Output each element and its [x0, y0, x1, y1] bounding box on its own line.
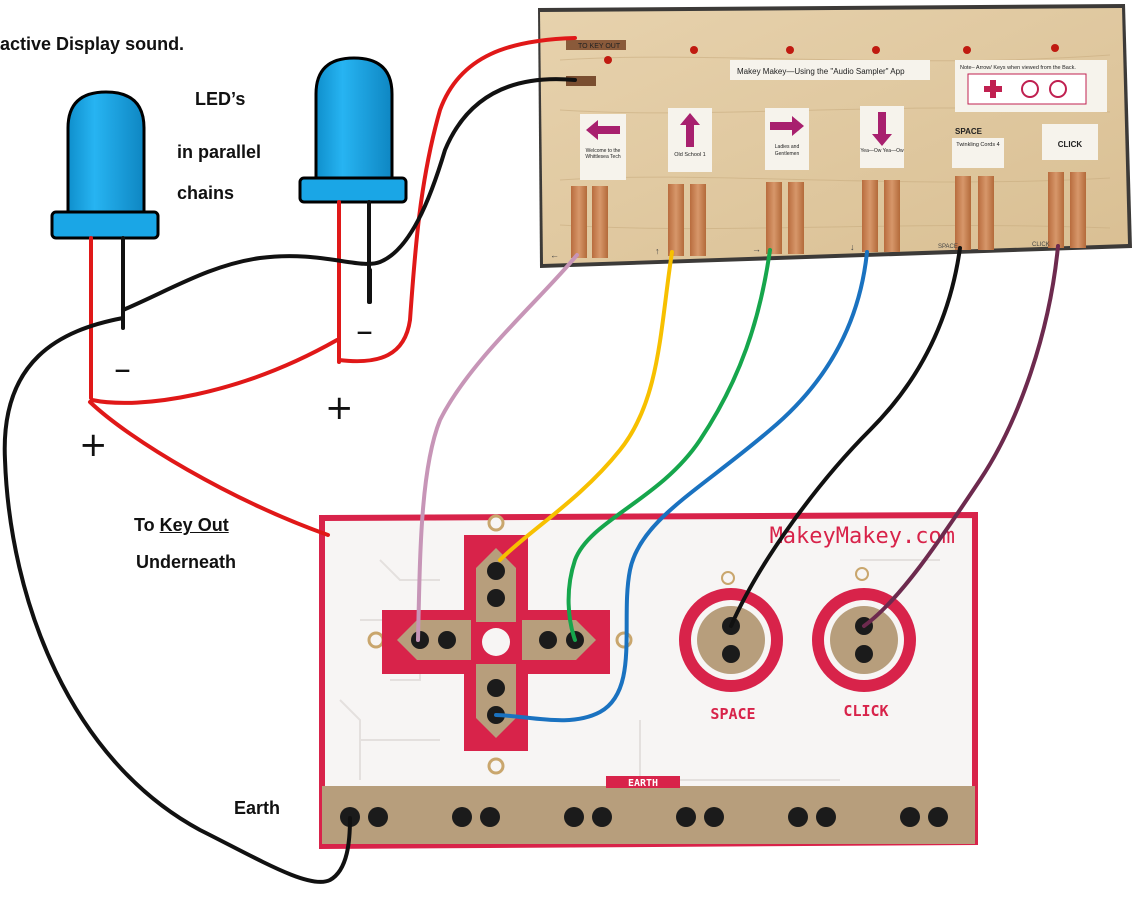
card-up: Old School 1 [668, 108, 712, 172]
card-space-title: SPACE [955, 127, 983, 136]
card-down: Yea—Ow Yea—Ow [860, 106, 904, 168]
key-out-label: To Key Out [134, 515, 229, 536]
note-mini-makey-icon [967, 73, 1087, 105]
card-space-text: Twinkling Cords 4 [956, 142, 1000, 148]
leds-label-line1: LED’s [195, 89, 246, 109]
card-up-text: Old School 1 [674, 152, 706, 158]
led1-minus-sign: – [114, 349, 131, 389]
earth-strip [322, 786, 975, 844]
earth-holes [340, 807, 948, 827]
wires [2, 36, 1060, 884]
board-led-row [604, 44, 1059, 64]
red-wire-key-out [337, 36, 577, 364]
mark-click: CLICK [1032, 242, 1050, 248]
click-pad [812, 567, 916, 692]
led1-plus-sign: + [79, 425, 108, 465]
makey-makey-board: MakeyMakey.com SPACE [319, 511, 978, 850]
led-1 [50, 90, 160, 240]
board-bottom-marks: ← ↑ → ↓ SPACE CLICK [550, 242, 1050, 260]
copper-strips [571, 172, 1086, 258]
earth-label: Earth [234, 798, 281, 818]
makey-brand: MakeyMakey.com [770, 524, 955, 549]
pink-wire-left [416, 253, 579, 642]
card-left: Welcome to the Whittlesea Tech [580, 114, 626, 180]
leds-label-line3: chains [177, 183, 235, 203]
board-title: Makey Makey—Using the "Audio Sampler" Ap… [737, 67, 905, 76]
space-label: SPACE [710, 705, 755, 723]
card-right: Ladies and Gentlemen [765, 108, 809, 170]
mark-space: SPACE [938, 244, 958, 250]
blue-wire-down [494, 250, 869, 723]
wooden-board: TO KEY OUT Makey Makey—Using the "Audio … [538, 4, 1132, 268]
purple-wire-click [862, 244, 1060, 628]
card-left-text: Welcome to the Whittlesea Tech [585, 148, 621, 160]
mark-down: ↓ [850, 242, 855, 252]
key-out-prefix: To [134, 515, 155, 535]
card-down-text: Yea—Ow Yea—Ow [860, 148, 904, 154]
key-out-tape [566, 40, 626, 50]
board-title-card [730, 60, 930, 80]
key-out-label-line2: Underneath [136, 552, 237, 572]
mark-right: → [752, 244, 761, 254]
mark-left: ← [550, 250, 559, 260]
card-click: CLICK [1042, 124, 1098, 160]
earth-strip-label: EARTH [628, 778, 658, 789]
card-click-text: CLICK [1058, 140, 1083, 149]
card-right-text: Ladies and Gentlemen [774, 144, 800, 157]
space-pad [679, 571, 783, 692]
leds-label-line2: in parallel [177, 142, 262, 162]
black-wire-space [729, 246, 962, 628]
click-label: CLICK [843, 702, 888, 720]
yellow-wire-up [498, 250, 674, 562]
led2-plus-sign: + [325, 388, 354, 428]
board-note: Note– Arrow/ Keys when viewed from the B… [960, 65, 1076, 71]
dpad-pads [397, 548, 596, 738]
minus-tape [566, 76, 596, 86]
key-out-tag: TO KEY OUT [578, 43, 621, 50]
led-2 [298, 56, 408, 204]
page-title-fragment: active Display sound. [0, 34, 185, 54]
black-wire-minus [121, 77, 577, 312]
green-wire-right [566, 248, 772, 642]
card-space: SPACE Twinkling Cords 4 [952, 127, 1004, 168]
key-out-underlined: Key Out [159, 515, 229, 535]
black-wire-earth [2, 316, 352, 884]
led2-minus-sign: – [356, 311, 373, 351]
red-wire-led-bridge [90, 338, 339, 405]
mark-up: ↑ [655, 246, 660, 256]
red-wire-to-key-out-underneath [88, 400, 330, 537]
